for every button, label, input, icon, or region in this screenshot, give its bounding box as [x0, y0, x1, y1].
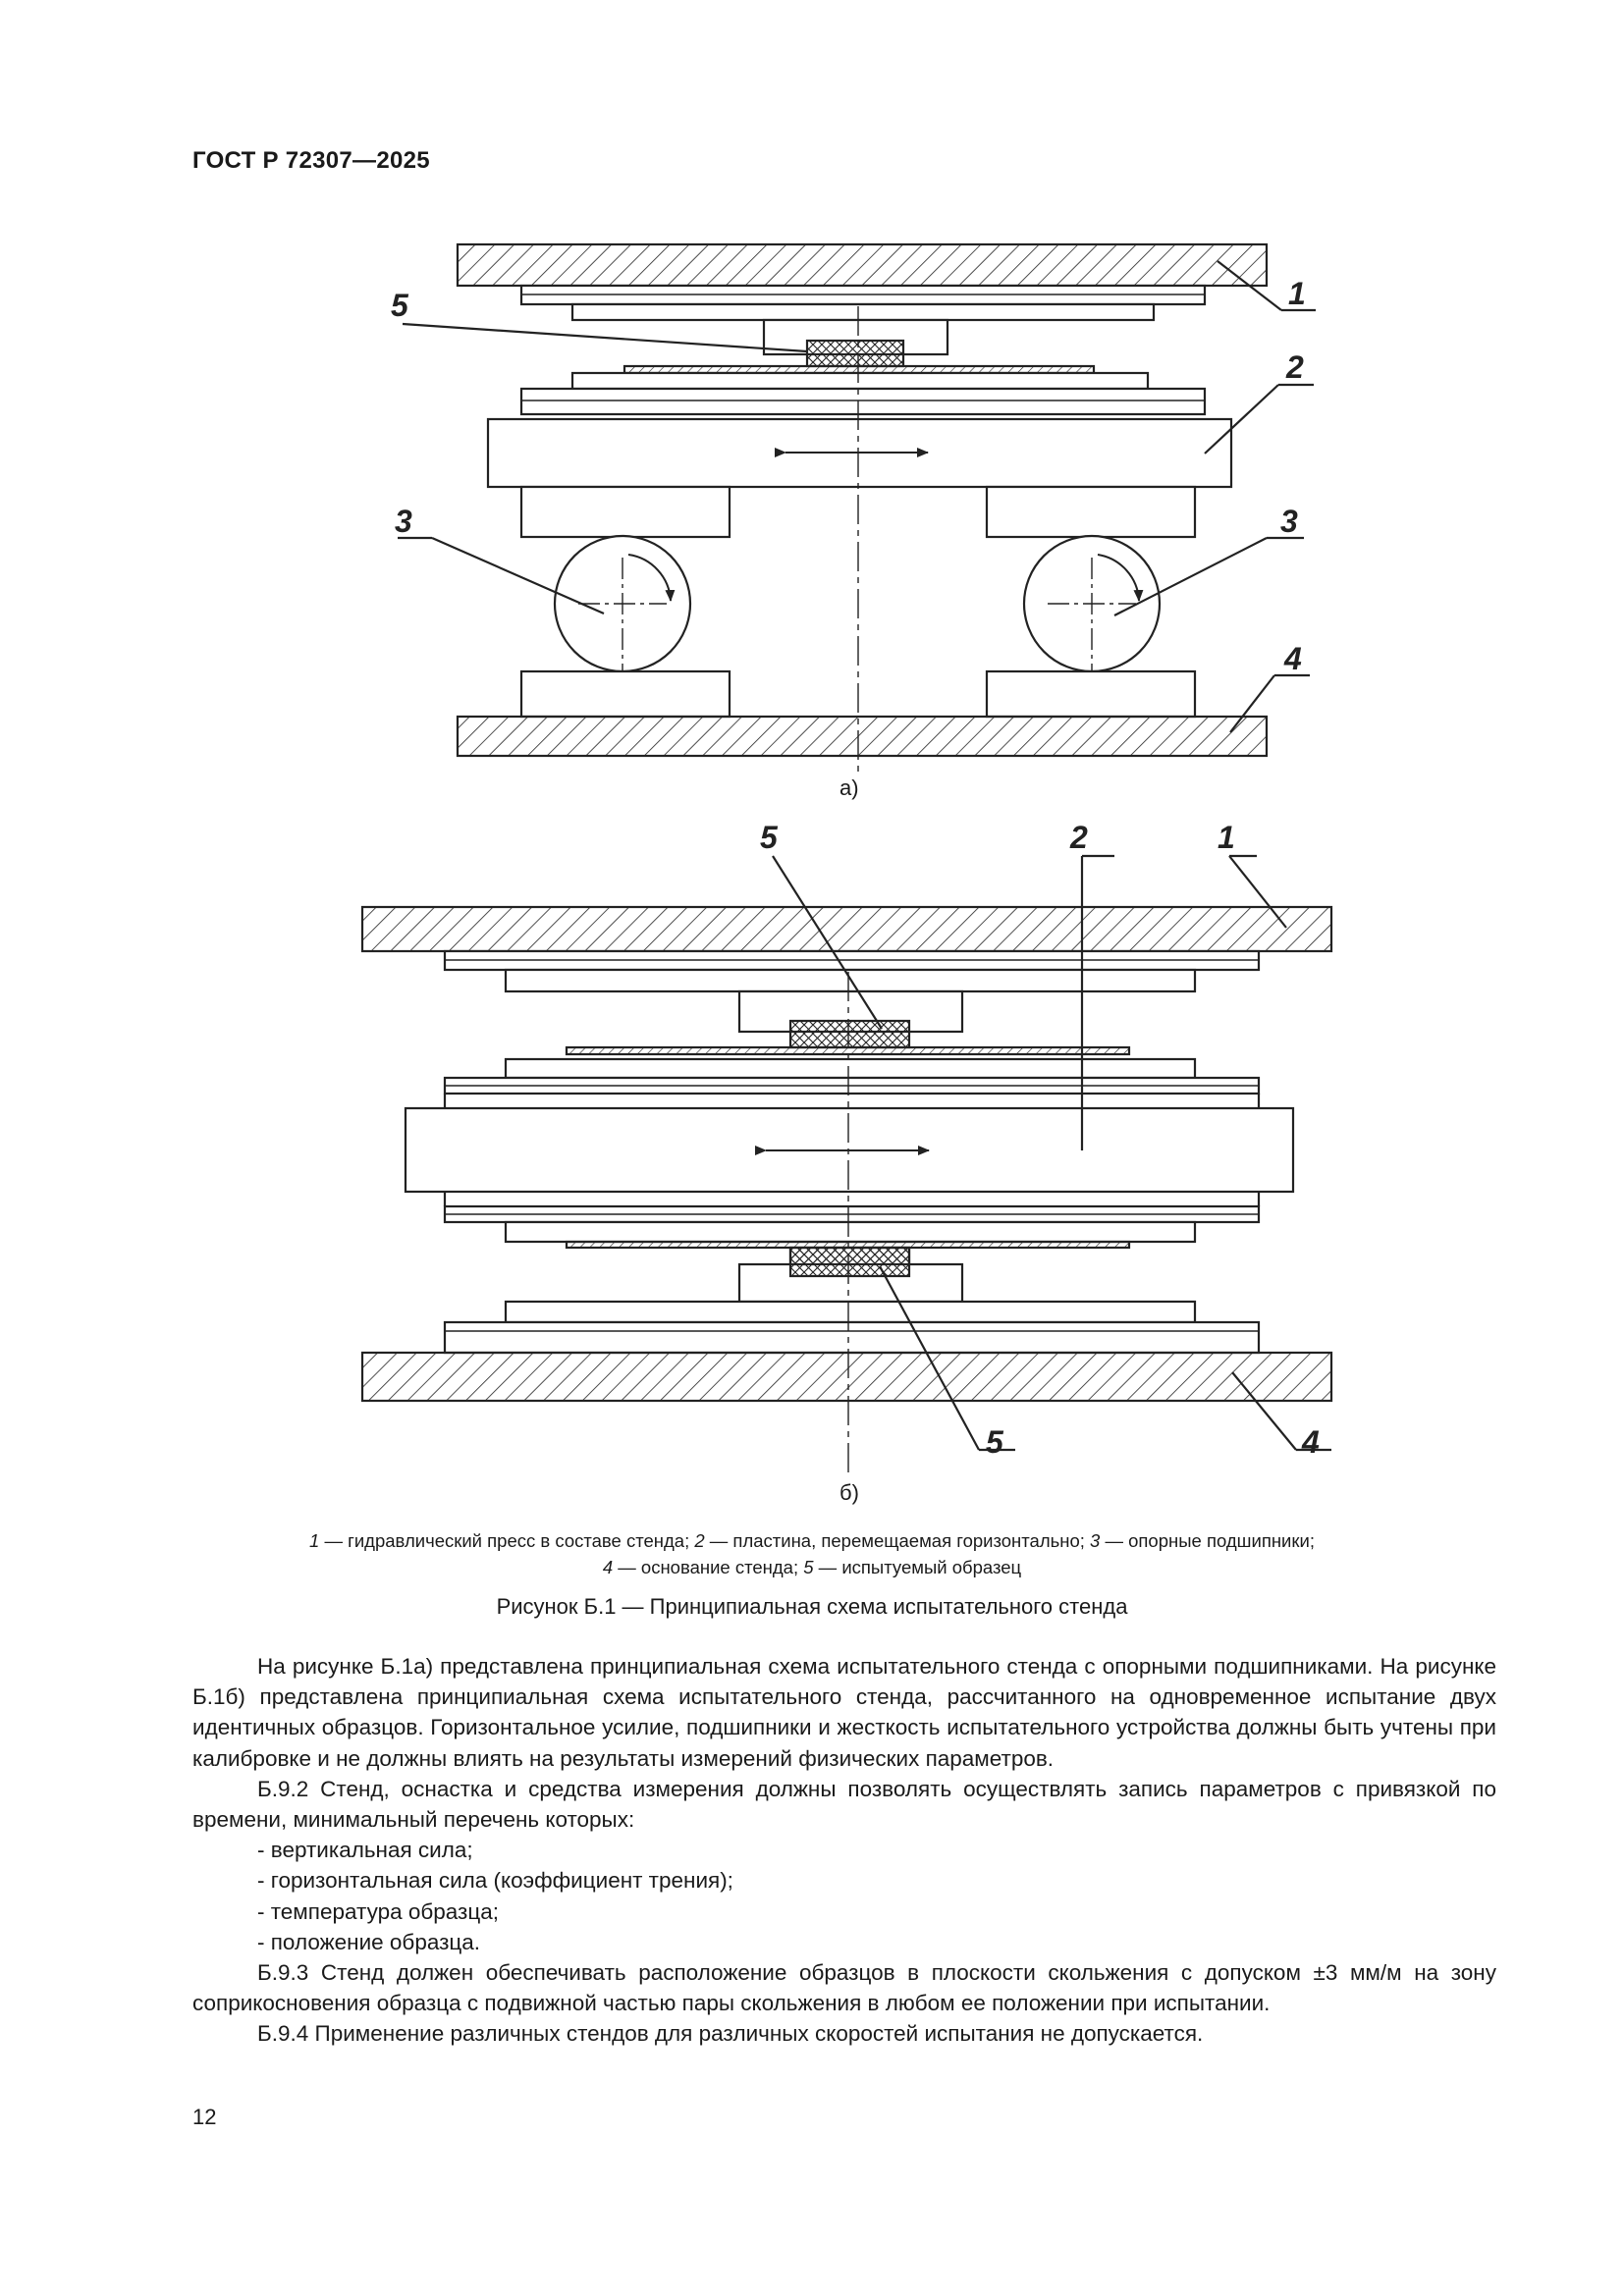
figure-caption: Рисунок Б.1 — Принципиальная схема испыт… [496, 1594, 1128, 1619]
a-callout-1: 1 [1288, 276, 1306, 311]
a-left-roller [553, 534, 692, 673]
paragraph-b94: Б.9.4 Применение различных стендов для р… [257, 2021, 1204, 2047]
a-callout-5: 5 [391, 288, 409, 323]
a-callout-2: 2 [1285, 349, 1304, 385]
a-press-plate-small [570, 302, 1156, 322]
b-callout-5-bottom: 5 [986, 1424, 1004, 1460]
a-specimen [805, 339, 905, 368]
legend-text-5: — испытуемый образец [813, 1557, 1022, 1577]
body-text: На рисунке Б.1а) представлена принципиал… [192, 1651, 1496, 2050]
list-item: - вертикальная сила; [257, 1838, 473, 1863]
paragraph-b92: Б.9.2 Стенд, оснастка и средства измерен… [192, 1776, 1496, 1833]
b-callout-1: 1 [1218, 820, 1235, 855]
legend-text-2: — пластина, перемещаемая горизонтально; [704, 1530, 1091, 1551]
a-callout-4: 4 [1283, 641, 1302, 676]
legend-num-1: 1 [309, 1530, 320, 1551]
figure-b [360, 854, 1333, 1472]
a-press-hatched [456, 242, 1269, 288]
list-item: - температура образца; [257, 1898, 499, 1924]
paragraph-1: На рисунке Б.1а) представлена принципиал… [192, 1654, 1496, 1771]
b-press-hatched [360, 905, 1333, 953]
b-upper-specimen [788, 1019, 911, 1049]
legend-line-1: 1 — гидравлический пресс в составе стенд… [147, 1527, 1477, 1554]
legend-text-4: — основание стенда; [613, 1557, 804, 1577]
figure-a [398, 242, 1316, 772]
paragraph-b93: Б.9.3 Стенд должен обеспечивать располож… [192, 1960, 1496, 2016]
legend-num-5: 5 [803, 1557, 814, 1577]
list-item: - горизонтальная сила (коэффициент трени… [257, 1868, 733, 1894]
figure-legend: 1 — гидравлический пресс в составе стенд… [147, 1527, 1477, 1580]
figure-a-label: а) [839, 775, 859, 800]
legend-num-4: 4 [602, 1557, 614, 1577]
legend-num-2: 2 [694, 1530, 705, 1551]
a-base-hatched [456, 715, 1269, 758]
b-base-hatched [360, 1351, 1333, 1403]
b-callout-4: 4 [1301, 1424, 1320, 1460]
legend-line-2: 4 — основание стенда; 5 — испытуемый обр… [147, 1554, 1477, 1580]
a-right-roller [1022, 534, 1162, 673]
legend-text-1: — гидравлический пресс в составе стенда; [319, 1530, 695, 1551]
figure-b-label: б) [839, 1480, 859, 1505]
legend-num-3: 3 [1090, 1530, 1101, 1551]
a-callout-3-left: 3 [395, 504, 412, 539]
b-callout-5-top: 5 [760, 820, 779, 855]
test-stand-diagram: 1 5 2 3 3 4 5 2 1 5 4 [360, 242, 1333, 1472]
legend-text-3: — опорные подшипники; [1100, 1530, 1315, 1551]
page-number: 12 [192, 2105, 217, 2129]
b-lower-specimen-fill [788, 1246, 911, 1278]
list-item: - положение образца. [257, 1929, 481, 1954]
document-header: ГОСТ Р 72307—2025 [192, 147, 430, 174]
b-callout-2: 2 [1069, 820, 1088, 855]
a-callout-3-right: 3 [1280, 504, 1298, 539]
